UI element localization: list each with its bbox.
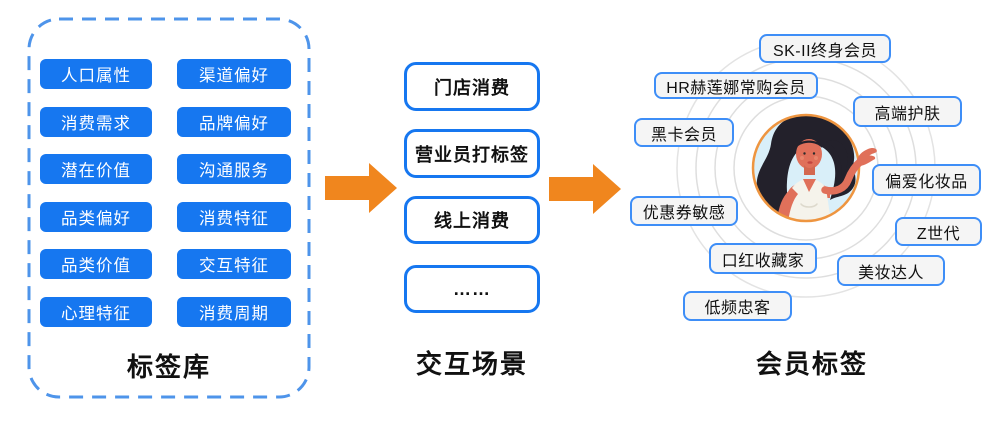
- tag-pill: 交互特征: [177, 249, 291, 279]
- scene-box: ……: [404, 265, 540, 313]
- tag-pill: 潜在价值: [40, 154, 152, 184]
- tag-pill: 消费特征: [177, 201, 291, 232]
- member-tag: 优惠券敏感: [630, 196, 738, 226]
- tag-pill: 品类偏好: [40, 201, 152, 232]
- tag-library-grid: 人口属性 渠道偏好 消费需求 品牌偏好 潜在价值 沟通服务 品类偏好 消费特征 …: [40, 59, 291, 327]
- member-tag: 偏爱化妆品: [872, 164, 981, 196]
- open-hand: [856, 147, 877, 166]
- scene-box: 营业员打标签: [404, 129, 540, 178]
- scene-box: 线上消费: [404, 196, 540, 244]
- member-tag: 高端护肤: [853, 96, 962, 127]
- flow-arrow-icon: [549, 164, 621, 214]
- member-tag: 美妆达人: [837, 255, 945, 286]
- interaction-scenes-title: 交互场景: [415, 349, 528, 379]
- tag-pill: 渠道偏好: [177, 59, 291, 89]
- member-tag: 口红收藏家: [709, 243, 817, 274]
- tag-pill: 消费周期: [177, 296, 291, 327]
- member-tag: SK-II终身会员: [759, 34, 891, 63]
- member-tags-title: 会员标签: [755, 349, 868, 379]
- member-tag: 低频忠客: [683, 291, 792, 321]
- tag-pill: 品类价值: [40, 249, 152, 279]
- tag-library-title: 标签库: [126, 352, 211, 382]
- member-tag: 黑卡会员: [634, 118, 734, 147]
- scene-box: 门店消费: [404, 62, 540, 111]
- member-tag: Z世代: [895, 217, 982, 246]
- tag-pill: 人口属性: [40, 59, 152, 89]
- tag-pill: 心理特征: [40, 296, 152, 327]
- member-tag: HR赫莲娜常购会员: [654, 72, 818, 99]
- tag-pill: 沟通服务: [177, 154, 291, 184]
- tag-pill: 消费需求: [40, 106, 152, 137]
- tag-pill: 品牌偏好: [177, 106, 291, 137]
- flow-arrow-icon: [325, 163, 397, 213]
